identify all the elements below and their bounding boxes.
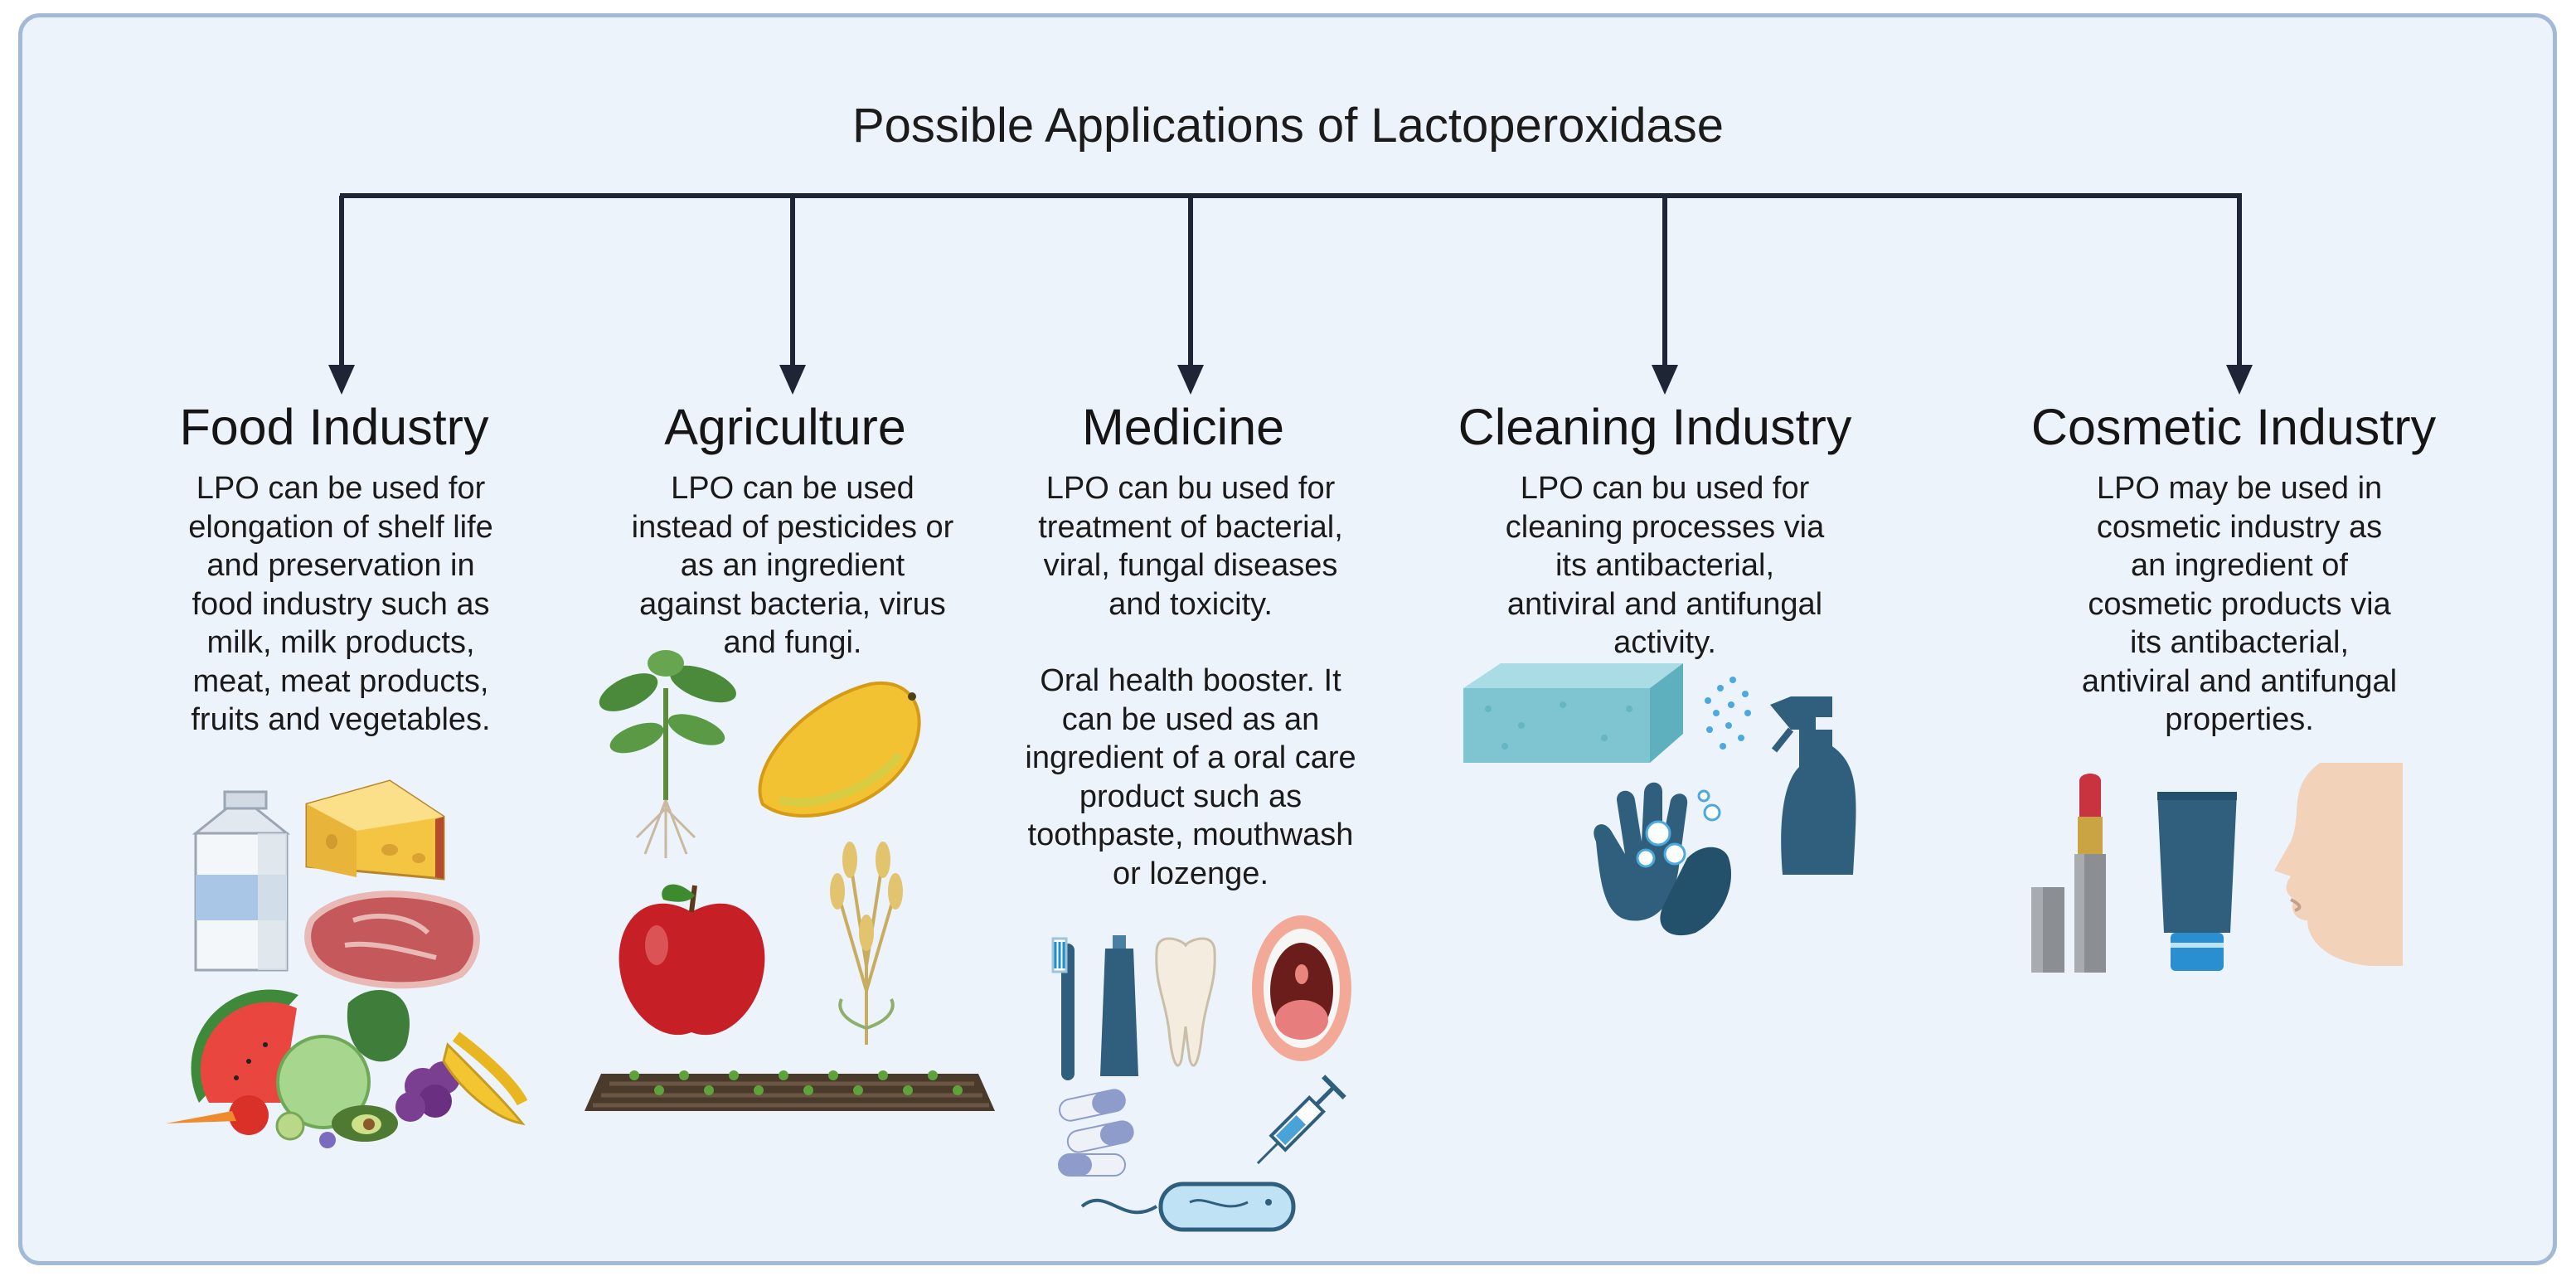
heading-cleaning-industry: Cleaning Industry bbox=[1458, 399, 1852, 455]
cheese-icon bbox=[305, 779, 445, 881]
capsule-icon bbox=[1058, 1089, 1134, 1177]
connector-arrow-medicine bbox=[1177, 196, 1204, 395]
wheat-icon bbox=[830, 842, 903, 1045]
desc-agriculture: LPO can be used instead of pesticides or… bbox=[627, 469, 958, 662]
mango-icon bbox=[758, 681, 921, 818]
desc-medicine-oral-text: Oral health booster. It can be used as a… bbox=[1025, 663, 1356, 891]
desc-food-industry: LPO can be used for elongation of shelf … bbox=[175, 469, 507, 740]
heading-agriculture: Agriculture bbox=[664, 399, 906, 455]
tooth-icon bbox=[1155, 937, 1216, 1067]
desc-cosmetic-text: LPO may be used in cosmetic industry as … bbox=[2081, 471, 2398, 737]
diagram-title: Possible Applications of Lactoperoxidase bbox=[851, 99, 1725, 153]
spray-bottle-icon bbox=[1705, 677, 1856, 875]
desc-food-text: LPO can be used for elongation of shelf … bbox=[188, 471, 493, 737]
milk-carton-icon bbox=[192, 790, 291, 972]
heading-food-industry: Food Industry bbox=[179, 399, 489, 455]
toothpaste-icon bbox=[1100, 935, 1138, 1076]
steak-icon bbox=[304, 890, 480, 989]
soil-rows-icon bbox=[585, 1070, 995, 1111]
lipstick-icon bbox=[2031, 774, 2106, 973]
connector-arrow-food bbox=[328, 196, 355, 395]
open-mouth-icon bbox=[1252, 915, 1351, 1061]
bacterium-icon bbox=[1080, 1182, 1296, 1232]
face-profile-icon bbox=[2274, 763, 2403, 966]
sponge-icon bbox=[1463, 663, 1683, 763]
hand-washing-icon bbox=[1594, 782, 1732, 936]
desc-agriculture-text: LPO can be used instead of pesticides or… bbox=[631, 471, 954, 660]
connector-arrow-cleaning bbox=[1652, 196, 1678, 395]
desc-medicine: LPO can bu used for treatment of bacteri… bbox=[1025, 469, 1356, 893]
toothbrush-icon bbox=[1051, 937, 1075, 1080]
apple-icon bbox=[619, 884, 765, 1036]
desc-cleaning-text: LPO can bu used for cleaning processes v… bbox=[1505, 471, 1825, 660]
heading-medicine: Medicine bbox=[1081, 399, 1285, 455]
desc-cosmetic-industry: LPO may be used in cosmetic industry as … bbox=[2078, 469, 2401, 740]
heading-cosmetic-industry: Cosmetic Industry bbox=[2030, 399, 2437, 455]
seedling-plant-icon bbox=[599, 650, 736, 858]
fruits-vegetables-icon bbox=[166, 989, 528, 1148]
desc-medicine-text: LPO can bu used for treatment of bacteri… bbox=[1038, 471, 1343, 622]
desc-cleaning-industry: LPO can bu used for cleaning processes v… bbox=[1499, 469, 1831, 662]
syringe-icon bbox=[1256, 1075, 1346, 1165]
connector-arrow-cosmetic bbox=[2226, 196, 2253, 395]
connector-arrow-agriculture bbox=[779, 196, 806, 395]
cream-tube-icon bbox=[2157, 792, 2237, 971]
